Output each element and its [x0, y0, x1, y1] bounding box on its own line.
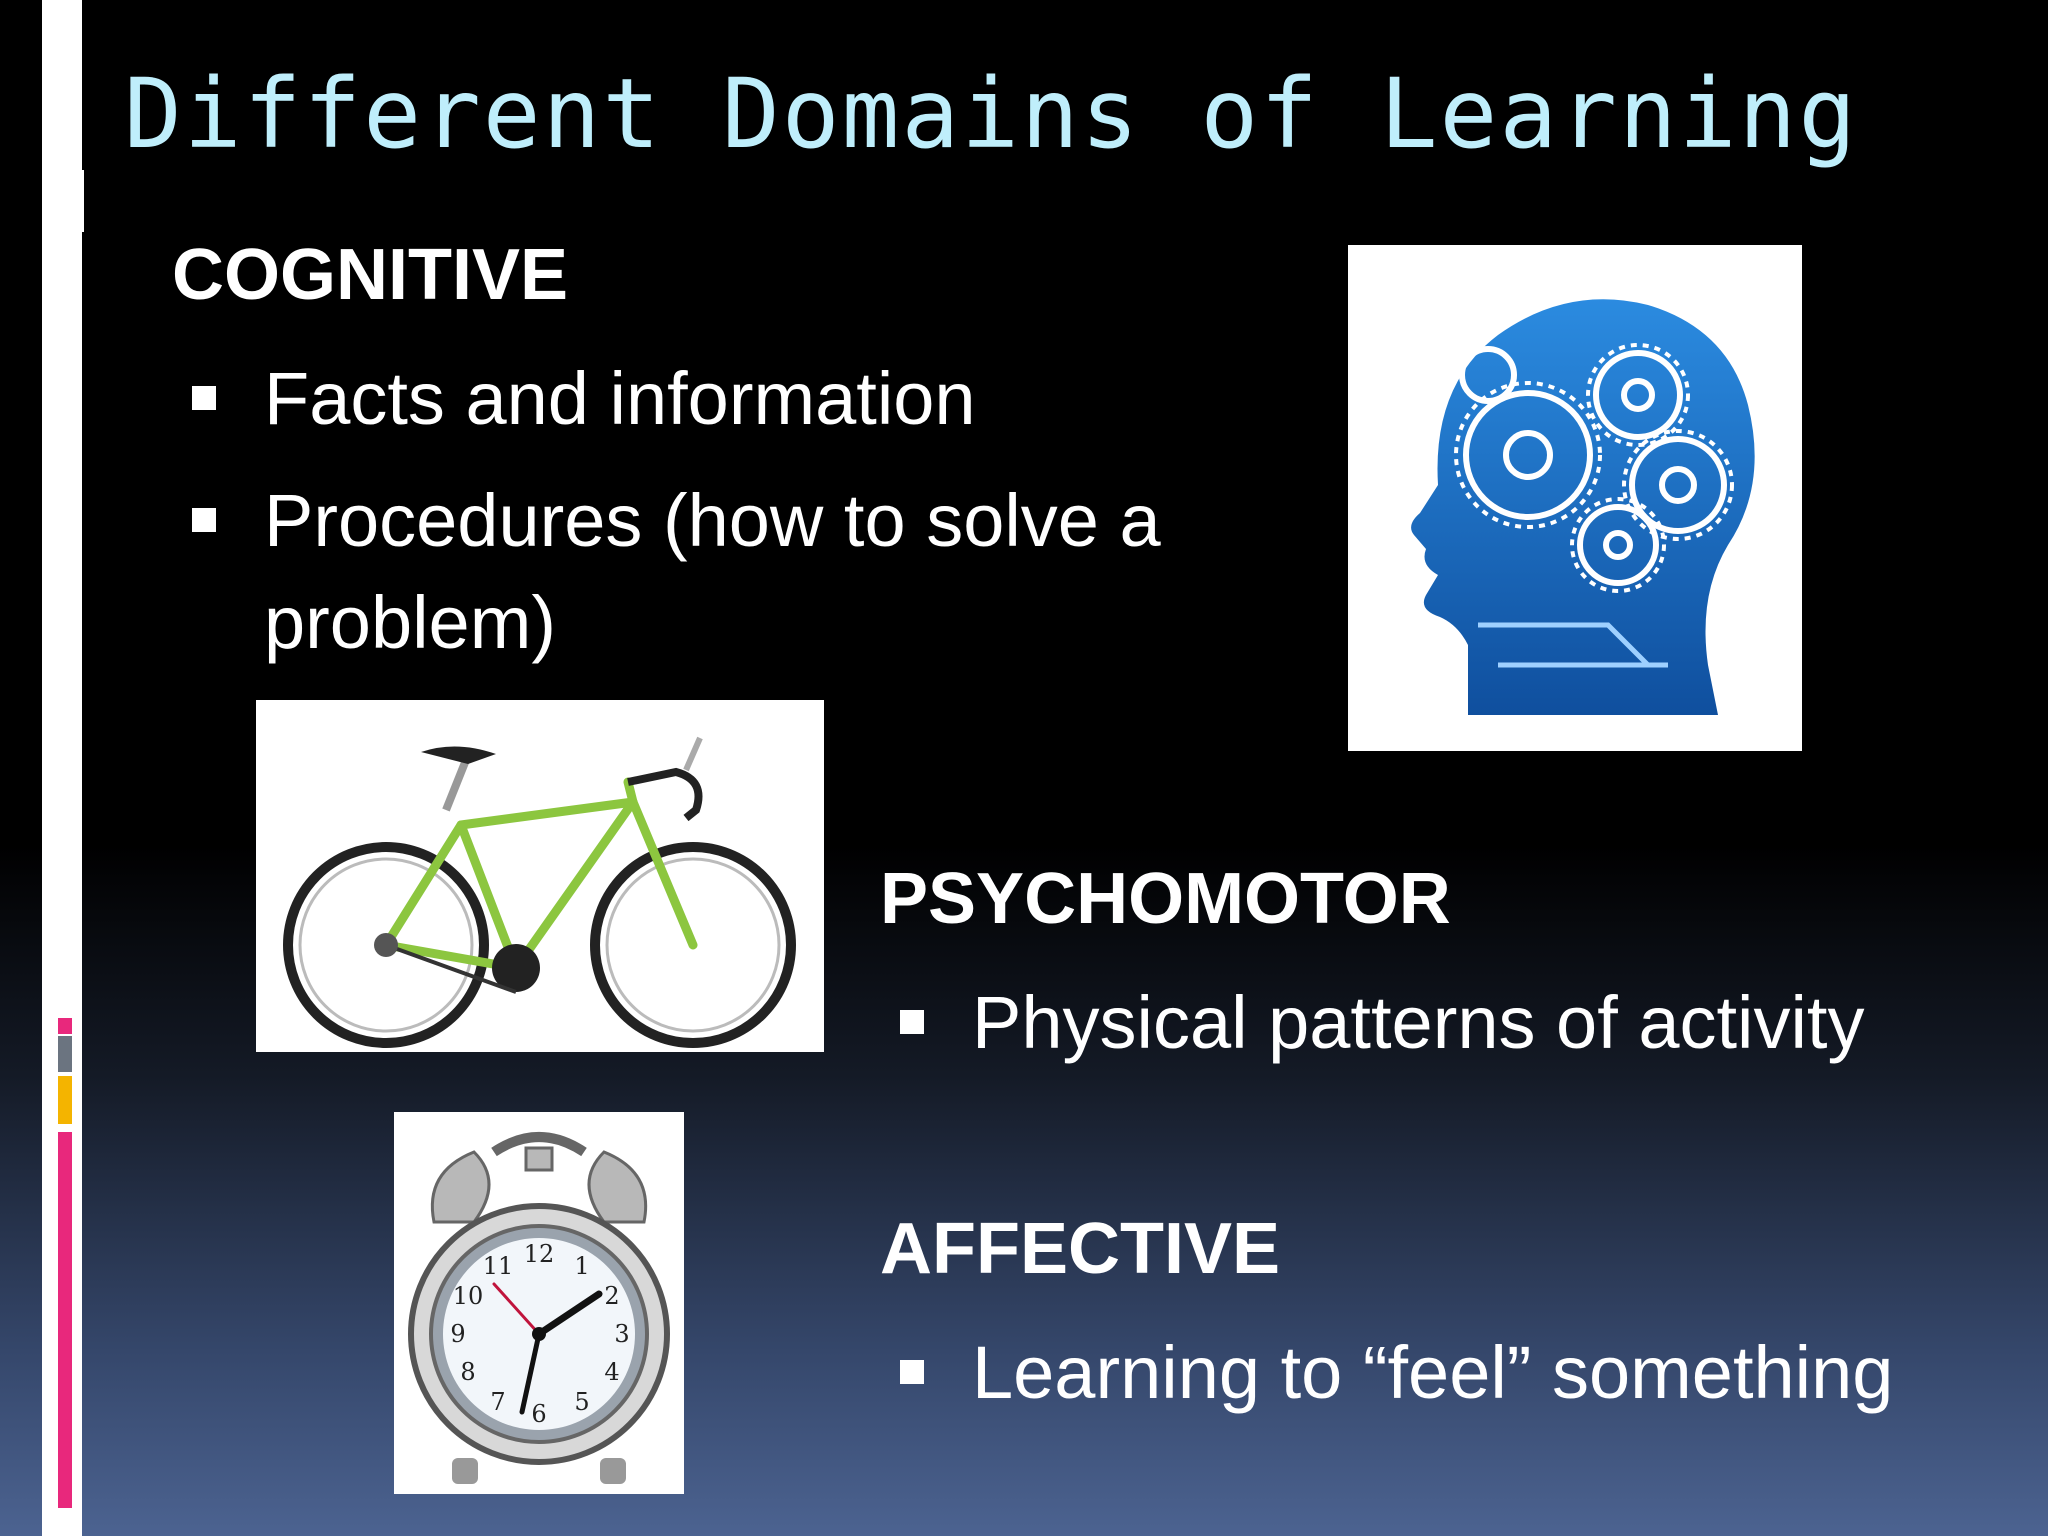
slide-title: Different Domains of Learning: [124, 58, 1859, 170]
svg-text:1: 1: [574, 1252, 589, 1280]
accent-bar-gray: [58, 1036, 72, 1072]
accent-bar-pink: [58, 1018, 72, 1034]
head-gears-icon: [1411, 299, 1755, 715]
heading-psychomotor: PSYCHOMOTOR: [880, 859, 1451, 939]
svg-text:8: 8: [460, 1358, 475, 1386]
svg-text:7: 7: [490, 1388, 505, 1416]
bullet-square-icon: [192, 386, 216, 410]
svg-text:10: 10: [453, 1282, 484, 1310]
heading-affective: AFFECTIVE: [880, 1209, 1281, 1289]
bullet-square-icon: [900, 1010, 924, 1034]
accent-bar-yellow: [58, 1076, 72, 1124]
svg-text:2: 2: [604, 1282, 619, 1310]
svg-text:12: 12: [524, 1240, 555, 1268]
svg-text:5: 5: [574, 1388, 589, 1416]
alarm-clock-image: 12 1 2 3 4 5 6 7 8 9 10 11: [394, 1112, 684, 1494]
svg-text:9: 9: [450, 1320, 465, 1348]
bullet-square-icon: [900, 1360, 924, 1384]
svg-text:3: 3: [614, 1320, 629, 1348]
svg-text:4: 4: [604, 1358, 619, 1386]
heading-cognitive: COGNITIVE: [172, 235, 569, 315]
svg-text:11: 11: [483, 1252, 514, 1280]
bicycle-icon: [283, 736, 796, 1048]
svg-text:6: 6: [531, 1400, 546, 1428]
bullet-square-icon: [192, 508, 216, 532]
bicycle-image: [256, 700, 824, 1052]
accent-bar-pink-long: [58, 1132, 72, 1508]
left-decor-strip-fill: [0, 0, 42, 1536]
head-gears-image: [1348, 245, 1802, 751]
alarm-clock-icon: 12 1 2 3 4 5 6 7 8 9 10 11: [408, 1132, 670, 1484]
